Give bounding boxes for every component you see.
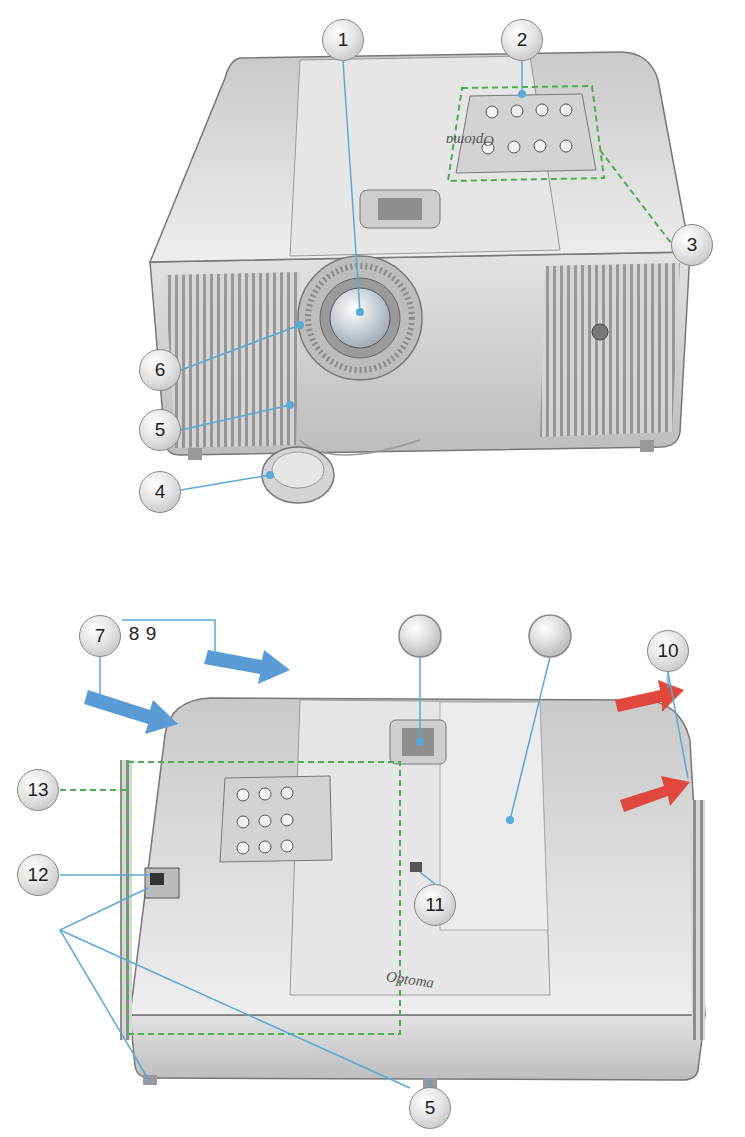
callout-number: 9 <box>146 623 157 645</box>
callout-number: 8 <box>129 623 140 645</box>
callout-number: 5 <box>409 1087 451 1129</box>
rear-view <box>60 615 705 1090</box>
brand-logo: Optoma <box>446 132 494 149</box>
front-view <box>150 52 690 503</box>
callout-number: 7 <box>79 615 121 657</box>
callout-number: 2 <box>501 19 543 61</box>
callout-number: 13 <box>17 769 59 811</box>
callout-number: 4 <box>139 471 181 513</box>
callout-number: 1 <box>322 19 364 61</box>
callout-number: 3 <box>671 224 713 266</box>
callout-number: 10 <box>647 630 689 672</box>
callout-number: 6 <box>139 349 181 391</box>
callout-number: 5 <box>139 409 181 451</box>
callout-number: 12 <box>17 854 59 896</box>
callout-number: 11 <box>414 884 456 926</box>
